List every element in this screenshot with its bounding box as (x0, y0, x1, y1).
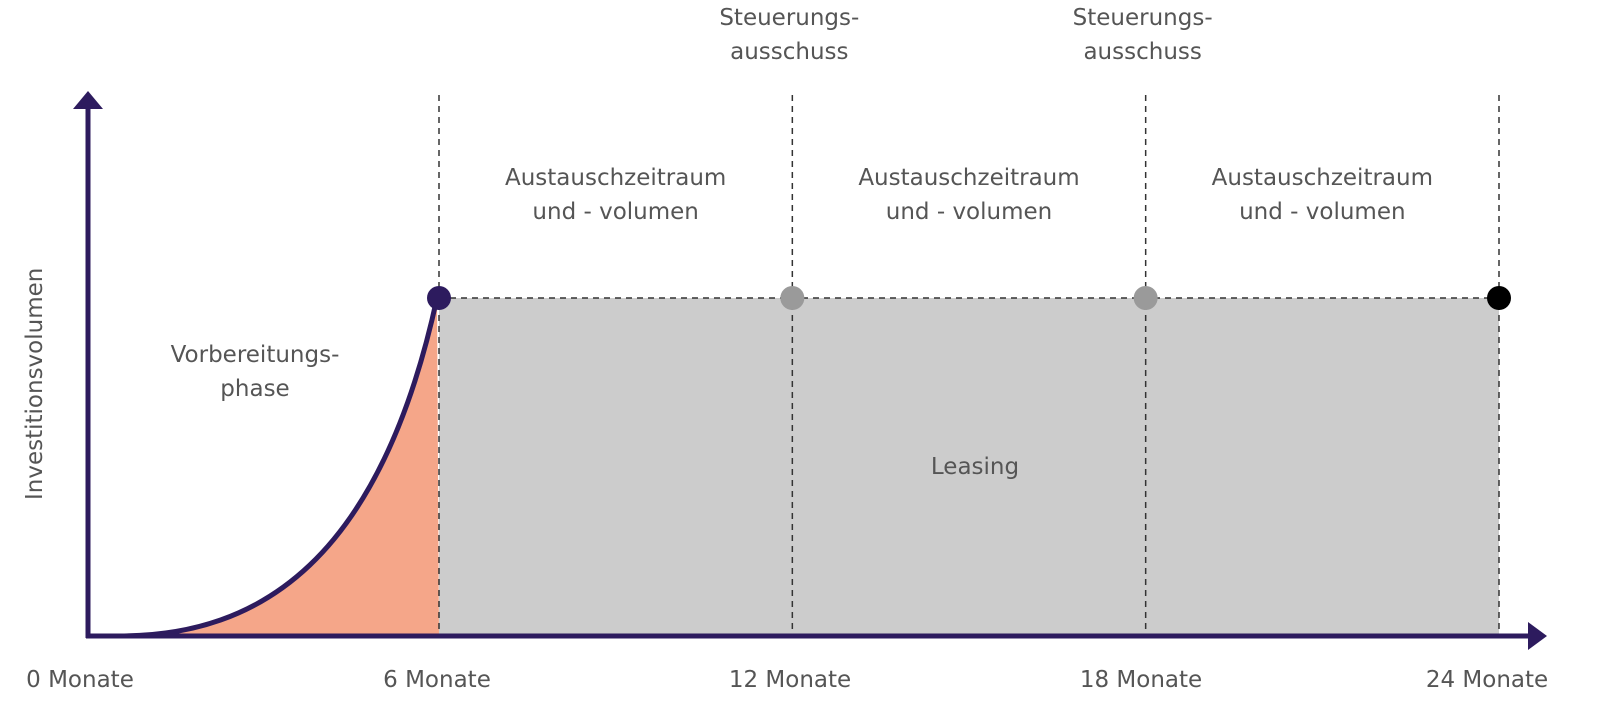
preparation-curve (119, 297, 440, 639)
milestone-dot (1487, 286, 1511, 310)
exchange-period-label: Austauschzeitraum (858, 165, 1079, 191)
x-tick-label: 6 Monate (383, 667, 491, 693)
milestone-dot (780, 286, 805, 310)
x-tick-label: 18 Monate (1080, 667, 1202, 693)
preparation-phase-label: Vorbereitungs- (171, 342, 340, 368)
leasing-label: Leasing (931, 454, 1019, 480)
milestone-dot (427, 286, 451, 310)
steering-committee-label: Steuerungs- (719, 5, 859, 31)
steering-committee-label: ausschuss (730, 39, 848, 65)
preparation-phase-label: phase (220, 376, 289, 402)
steering-committee-label: ausschuss (1083, 39, 1201, 65)
y-axis-arrow-icon (73, 91, 103, 109)
exchange-period-label: Austauschzeitraum (1212, 165, 1433, 191)
exchange-period-label: und - volumen (1239, 199, 1405, 225)
milestone-dot (1133, 286, 1158, 310)
preparation-phase-area (120, 298, 439, 636)
exchange-period-label: und - volumen (886, 199, 1052, 225)
x-tick-label: 12 Monate (729, 667, 851, 693)
exchange-period-label: Austauschzeitraum (505, 165, 726, 191)
y-axis-label: Investitionsvolumen (22, 268, 48, 500)
exchange-period-label: und - volumen (532, 199, 698, 225)
steering-committee-label: Steuerungs- (1073, 5, 1213, 31)
x-tick-label: 24 Monate (1426, 667, 1548, 693)
leasing-area (439, 298, 1499, 636)
x-axis-arrow-icon (1528, 622, 1547, 650)
x-tick-label: 0 Monate (26, 667, 134, 693)
